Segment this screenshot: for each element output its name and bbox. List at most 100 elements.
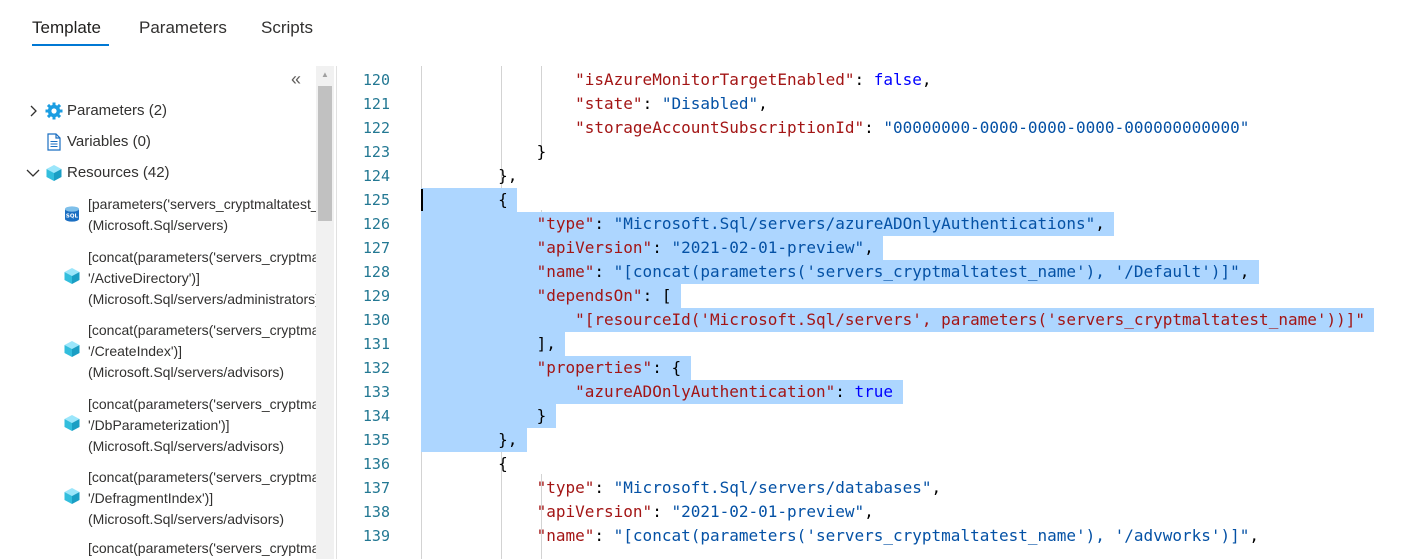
json-punctuation (421, 310, 575, 329)
code-line[interactable]: 122 "storageAccountSubscriptionId": "000… (337, 116, 1428, 140)
code-text: "state": "Disabled", (421, 92, 768, 116)
resource-item[interactable]: [concat(parameters('servers_cryptmaltate… (0, 392, 316, 458)
resource-item-name: [concat(parameters('servers_cryptmaltate… (88, 249, 316, 265)
tab-template[interactable]: Template (32, 18, 101, 37)
code-text: "storageAccountSubscriptionId": "0000000… (421, 116, 1249, 140)
json-string: "Microsoft.Sql/servers/databases" (613, 478, 932, 497)
resource-item-name: [concat(parameters('servers_cryptmaltate… (88, 469, 316, 485)
tree-node-resources[interactable]: Resources (42) (0, 162, 300, 184)
collapse-panel-button[interactable]: « (290, 69, 301, 89)
tree-node-parameters[interactable]: Parameters (2) (0, 100, 300, 122)
tab-bar: Template Parameters Scripts (0, 0, 1428, 62)
code-line[interactable]: 128 "name": "[concat(parameters('servers… (337, 260, 1428, 284)
resource-item[interactable]: [concat(parameters('servers_cryptmaltate… (0, 536, 316, 559)
resource-item-type: (Microsoft.Sql/servers/advisors) (88, 511, 285, 527)
code-line[interactable]: 133 "azureADOnlyAuthentication": true (337, 380, 1428, 404)
selection-highlight (421, 356, 691, 380)
code-line[interactable]: 136 { (337, 452, 1428, 476)
code-line[interactable]: 123 } (337, 140, 1428, 164)
cube-icon (46, 165, 62, 181)
resource-item[interactable]: [concat(parameters('servers_cryptmaltate… (0, 465, 316, 531)
tree-node-variables[interactable]: Variables (0) (0, 131, 300, 153)
tab-parameters[interactable]: Parameters (139, 18, 227, 37)
code-text: "type": "Microsoft.Sql/servers/databases… (421, 476, 942, 500)
code-line[interactable]: 135 }, (337, 428, 1428, 452)
code-line[interactable]: 125 { (337, 188, 1428, 212)
code-line[interactable]: 120 "isAzureMonitorTargetEnabled": false… (337, 68, 1428, 92)
code-line[interactable]: 134 } (337, 404, 1428, 428)
code-text: { (421, 452, 508, 476)
tab-scripts[interactable]: Scripts (261, 18, 313, 37)
code-text: "azureADOnlyAuthentication": true (421, 380, 893, 404)
resource-item-type: (Microsoft.Sql/servers/administrators) (88, 291, 316, 307)
tree-node-label: Variables (0) (67, 133, 151, 150)
code-text: { (421, 188, 508, 212)
text-cursor (421, 189, 423, 211)
code-line[interactable]: 137 "type": "Microsoft.Sql/servers/datab… (337, 476, 1428, 500)
code-text: "[resourceId('Microsoft.Sql/servers', pa… (421, 308, 1365, 332)
scrollbar-thumb[interactable] (318, 86, 332, 221)
resource-item-name: [parameters('servers_cryptmaltatest_name… (88, 196, 316, 212)
line-number: 139 (362, 527, 390, 545)
code-editor[interactable]: 120 "isAzureMonitorTargetEnabled": false… (337, 66, 1428, 559)
code-line[interactable]: 126 "type": "Microsoft.Sql/servers/azure… (337, 212, 1428, 236)
active-tab-indicator (32, 44, 109, 46)
selection-highlight (421, 332, 565, 356)
json-punctuation: : (594, 478, 614, 497)
json-key: "type" (536, 478, 595, 497)
json-punctuation (421, 214, 537, 233)
tree-node-label: Resources (42) (67, 164, 170, 181)
json-punctuation: , (864, 502, 874, 521)
chevron-right-icon[interactable] (26, 104, 40, 118)
chevron-down-icon[interactable] (26, 166, 40, 180)
json-punctuation: { (421, 454, 508, 473)
panel-divider (336, 66, 337, 559)
json-punctuation: , (921, 70, 932, 89)
code-line[interactable]: 129 "dependsOn": [ (337, 284, 1428, 308)
code-text: "dependsOn": [ (421, 284, 672, 308)
code-line[interactable]: 139 "name": "[concat(parameters('servers… (337, 524, 1428, 548)
json-punctuation: : (594, 526, 614, 545)
json-key: "dependsOn" (536, 286, 643, 305)
line-number: 123 (362, 143, 390, 161)
json-punctuation (421, 478, 537, 497)
line-number: 125 (362, 191, 390, 209)
resource-item-name: [concat(parameters('servers_cryptmaltate… (88, 540, 316, 556)
code-line[interactable]: 138 "apiVersion": "2021-02-01-preview", (337, 500, 1428, 524)
tree-scrollbar[interactable]: ▲ (316, 66, 334, 559)
resource-item[interactable]: SQL [parameters('servers_cryptmaltatest_… (0, 192, 316, 240)
code-line[interactable]: 130 "[resourceId('Microsoft.Sql/servers'… (337, 308, 1428, 332)
code-text: "name": "[concat(parameters('servers_cry… (421, 524, 1259, 548)
json-string: "00000000-0000-0000-0000-000000000000" (883, 118, 1250, 137)
code-text: "isAzureMonitorTargetEnabled": false, (421, 68, 932, 92)
json-punctuation: , (864, 238, 874, 257)
selection-highlight (421, 260, 1259, 284)
json-key: "apiVersion" (536, 238, 653, 257)
line-number: 128 (362, 263, 390, 281)
json-punctuation (421, 358, 537, 377)
selection-highlight (421, 308, 1374, 332)
line-number: 120 (362, 71, 390, 89)
json-punctuation: : (642, 94, 662, 113)
code-line[interactable]: 131 ], (337, 332, 1428, 356)
line-number: 132 (362, 359, 390, 377)
resource-item[interactable]: [concat(parameters('servers_cryptmaltate… (0, 245, 316, 311)
json-key: "name" (536, 262, 595, 281)
code-line[interactable]: 121 "state": "Disabled", (337, 92, 1428, 116)
code-line[interactable]: 132 "properties": { (337, 356, 1428, 380)
json-punctuation: , (1095, 214, 1105, 233)
line-number: 126 (362, 215, 390, 233)
json-punctuation: : (854, 70, 874, 89)
template-outline-panel: « Parameters (2) Variables (0) Resour (0, 62, 316, 559)
code-line[interactable]: 124 }, (337, 164, 1428, 188)
document-icon (47, 133, 61, 151)
json-punctuation: , (1249, 526, 1260, 545)
resource-item[interactable]: [concat(parameters('servers_cryptmaltate… (0, 318, 316, 384)
code-line[interactable]: 127 "apiVersion": "2021-02-01-preview", (337, 236, 1428, 260)
code-text: } (421, 140, 547, 164)
scroll-up-arrow-icon[interactable]: ▲ (321, 70, 329, 79)
json-literal: true (854, 382, 894, 401)
selection-highlight (421, 404, 556, 428)
json-key: "state" (575, 94, 643, 113)
sql-icon: SQL (65, 206, 79, 222)
